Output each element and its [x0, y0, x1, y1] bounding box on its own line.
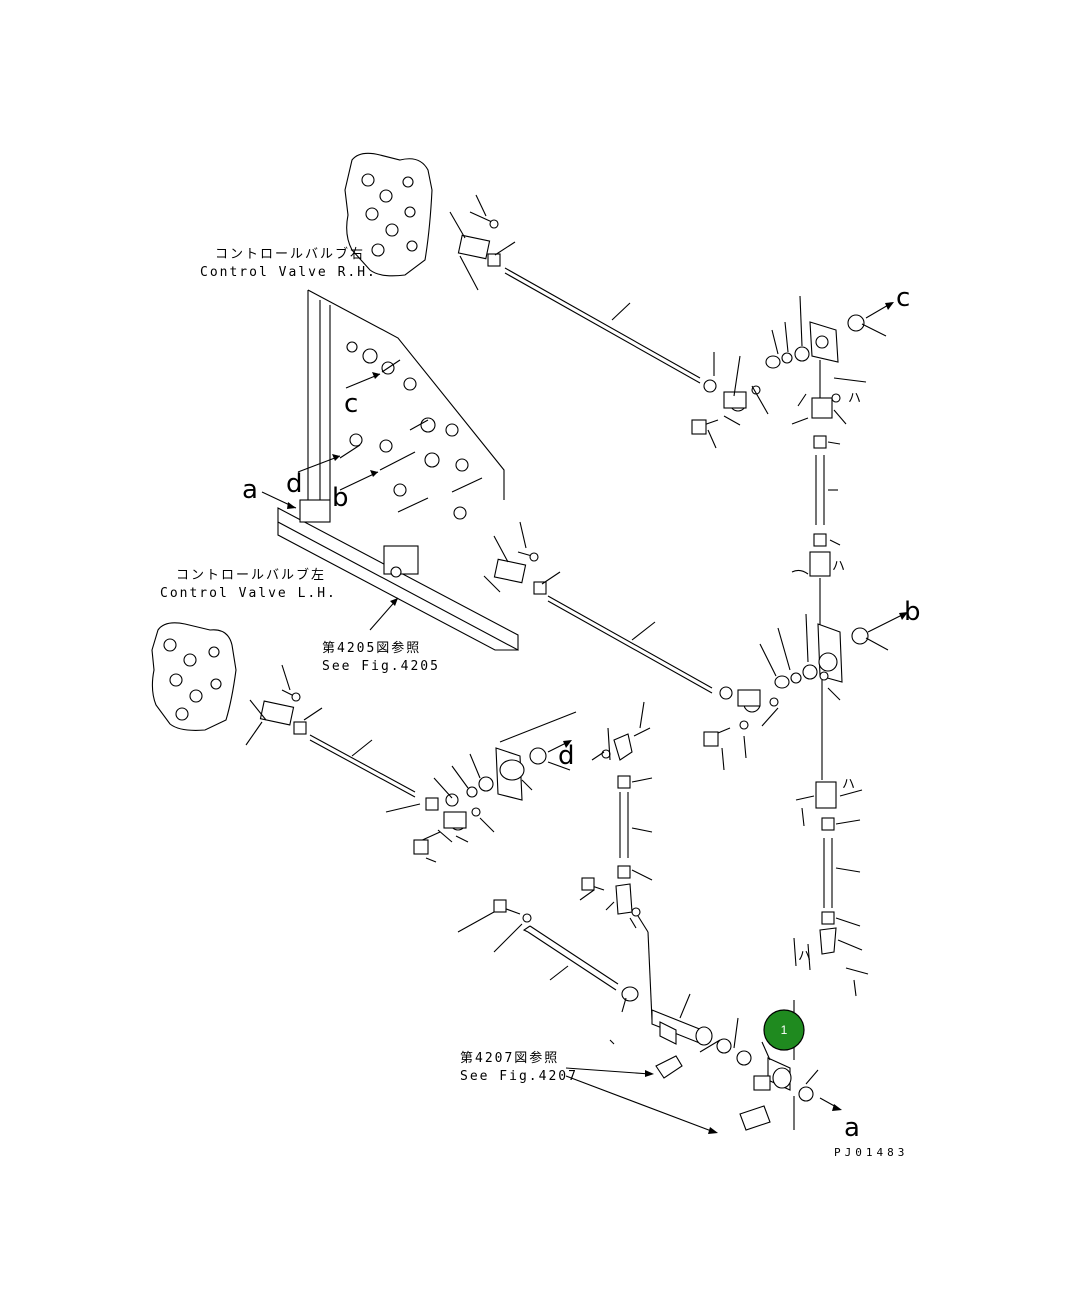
fig4205-jp-label: 第4205図参照 — [322, 640, 421, 656]
letter-d-lower: d — [558, 741, 575, 771]
control-valve-rh-en-label: Control Valve R.H. — [200, 265, 377, 280]
center-lower-column — [579, 701, 653, 1021]
lower-left-assembly — [385, 711, 577, 863]
control-valve-lh-jp-label: コントロールバルブ左 — [176, 567, 326, 583]
middle-right-assembly — [703, 612, 908, 997]
letter-a-bracket: a — [242, 475, 258, 505]
bottom-shaft-assembly — [457, 899, 842, 1134]
drawing-number: PJ01483 — [834, 1146, 908, 1159]
callout-circle[interactable] — [763, 1009, 805, 1051]
fig4205-en-label: See Fig.4205 — [322, 659, 440, 674]
lh-valve-linkage — [245, 664, 416, 798]
fig4207-en-label: See Fig.4207 — [460, 1069, 578, 1084]
ha-mark-bottom: ハ — [798, 949, 813, 964]
callout-marker-1[interactable]: 1 — [763, 1009, 805, 1051]
bracket-arrows — [261, 372, 399, 631]
upper-right-assembly — [691, 295, 894, 625]
letter-d-bracket: d — [286, 469, 303, 499]
letter-b-right: b — [904, 597, 921, 627]
rh-valve-linkage — [449, 194, 701, 384]
control-valve-lh-en-label: Control Valve L.H. — [160, 586, 337, 601]
control-valve-rh-jp-label: コントロールバルブ右 — [215, 246, 365, 262]
letter-a-bottom: a — [844, 1113, 860, 1143]
fig4207-jp-label: 第4207図参照 — [460, 1050, 559, 1066]
letter-c-bracket: c — [344, 389, 358, 419]
letter-b-bracket: b — [332, 483, 349, 513]
mounting-bracket — [277, 289, 519, 651]
ha-mark-mid: ハ — [832, 559, 847, 574]
control-valve-lh — [151, 622, 237, 731]
ha-mark-upper: ハ — [848, 391, 863, 406]
callout-number[interactable]: 1 — [781, 1023, 788, 1037]
letter-c-right: c — [896, 283, 910, 313]
ha-mark-lower: ハ — [842, 777, 857, 792]
middle-rod-linkage — [483, 521, 713, 694]
control-valve-rh — [344, 152, 433, 277]
